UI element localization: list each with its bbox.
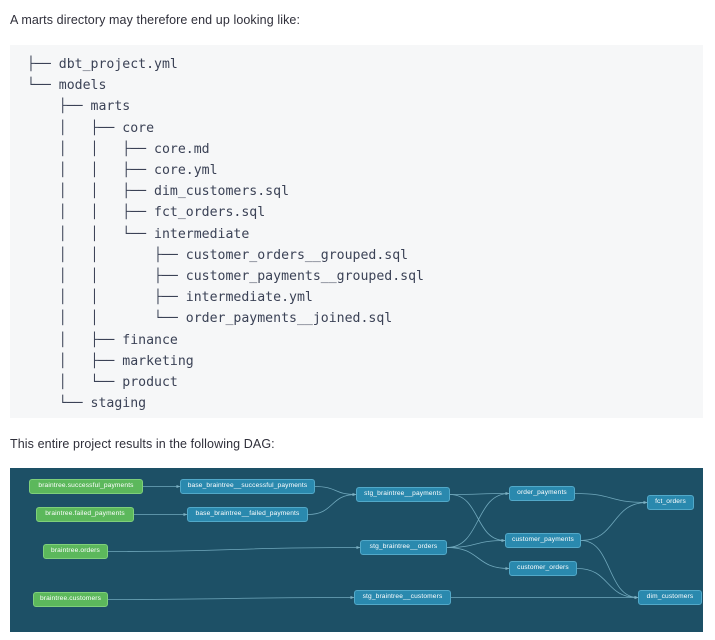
directory-tree-text: ├── dbt_project.yml └── models ├── marts…: [27, 57, 424, 412]
dag-node-base_braintree_failed_payments[interactable]: base_braintree__failed_payments: [187, 507, 308, 522]
dag-edge: [576, 568, 639, 600]
dag-edge: [107, 595, 355, 600]
dag-panel[interactable]: braintree.successful_payments braintree.f…: [10, 468, 703, 632]
dag-node-stg_braintree_orders[interactable]: stg_braintree__orders: [360, 540, 447, 555]
dag-node-braintree_successful_payments[interactable]: braintree.successful_payments: [29, 479, 143, 494]
dag-node-base_braintree_successful_payments[interactable]: base_braintree__successful_payments: [180, 479, 315, 494]
dag-node-braintree_customers[interactable]: braintree.customers: [33, 592, 108, 607]
dag-node-stg_braintree_customers[interactable]: stg_braintree__customers: [354, 590, 451, 605]
dag-edge: [449, 494, 506, 543]
dag-edge: [580, 540, 639, 600]
dag-edge: [574, 493, 648, 505]
dag-edge-layer: [107, 484, 648, 600]
dag-edge: [446, 491, 510, 548]
dag-edge: [307, 492, 357, 515]
intro-paragraph: A marts directory may therefore end up l…: [10, 13, 301, 27]
dag-edge: [314, 486, 357, 497]
dag-node-customer_payments[interactable]: customer_payments: [505, 533, 581, 548]
dag-edge: [449, 491, 510, 496]
dag-intro-paragraph: This entire project results in the follo…: [10, 437, 275, 451]
dag-edge: [446, 547, 510, 571]
dag-node-stg_braintree_payments[interactable]: stg_braintree__payments: [356, 487, 450, 502]
dag-node-customer_orders[interactable]: customer_orders: [509, 561, 577, 576]
dag-node-braintree_orders[interactable]: braintree.orders: [43, 544, 108, 559]
dag-node-braintree_failed_payments[interactable]: braintree.failed_payments: [36, 507, 134, 522]
dag-edge: [107, 545, 361, 552]
dag-node-fct_orders[interactable]: fct_orders: [647, 495, 694, 510]
directory-tree-codeblock: ├── dbt_project.yml └── models ├── marts…: [10, 45, 703, 418]
dag-edge: [446, 538, 506, 548]
dag-node-dim_customers[interactable]: dim_customers: [638, 590, 702, 605]
dag-node-order_payments[interactable]: order_payments: [509, 486, 575, 501]
dag-edge: [580, 500, 648, 541]
